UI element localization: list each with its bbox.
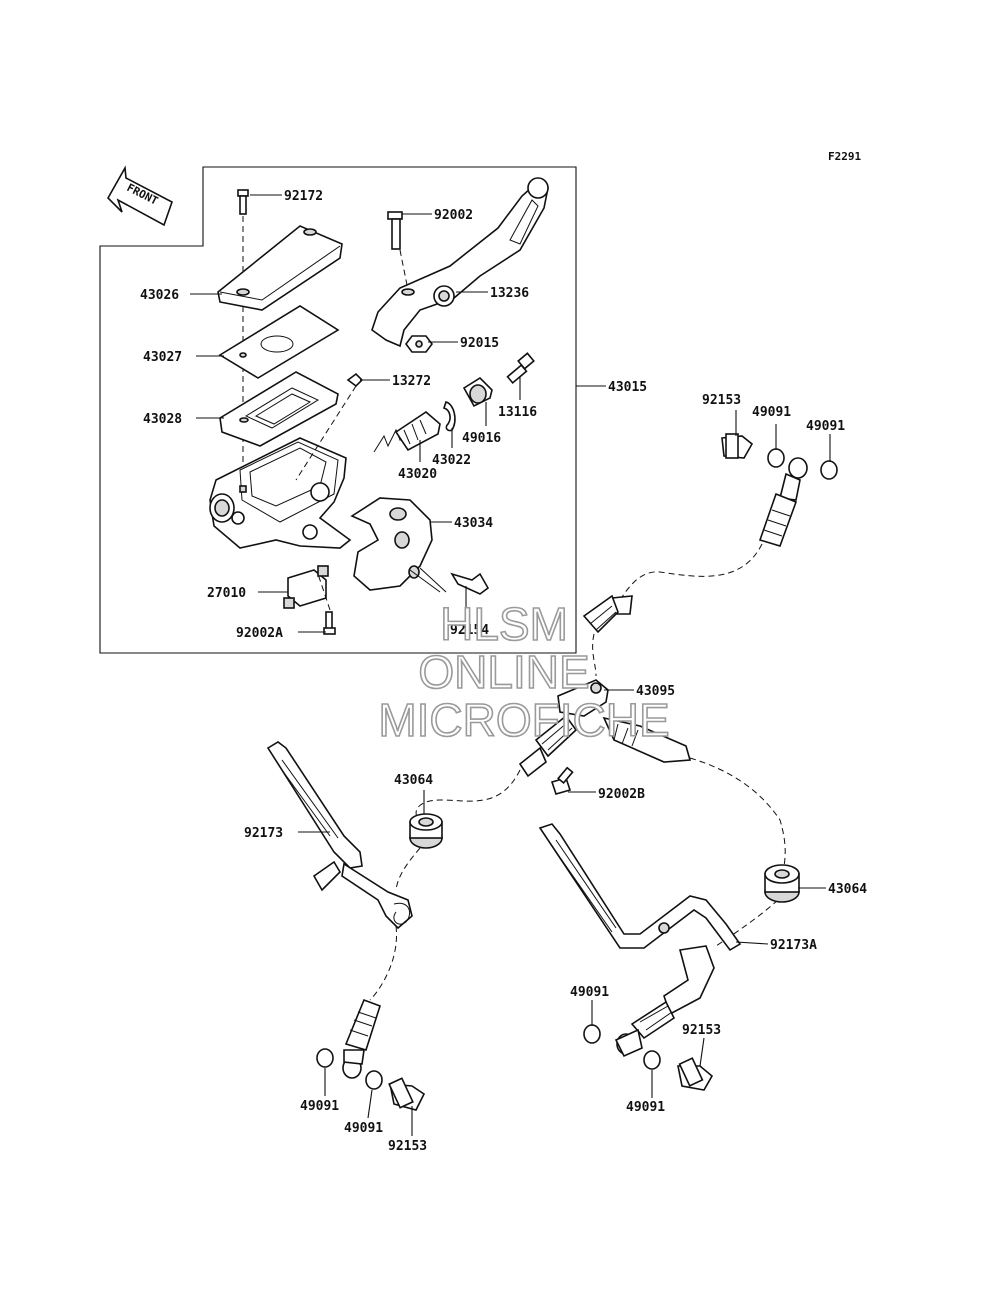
watermark-line3: MICROFICHE — [378, 694, 669, 746]
pushrod-13116 — [506, 352, 535, 384]
label-43034: 43034 — [454, 516, 493, 531]
washer-49091-top1 — [767, 448, 785, 468]
banjo-fitting-top — [758, 457, 808, 547]
clamp-bolt-92154 — [450, 572, 490, 595]
label-92002B: 92002B — [598, 787, 645, 802]
hose-fitting-lower-right — [614, 945, 715, 1058]
hose-fitting-left — [518, 714, 578, 778]
bracket-92173A — [538, 823, 742, 952]
label-92153-top: 92153 — [702, 393, 741, 408]
washer-49091-left2 — [365, 1070, 383, 1090]
label-27010: 27010 — [207, 586, 246, 601]
assembly-box-43015 — [99, 166, 577, 654]
nut-92015 — [405, 335, 433, 353]
label-92153-right: 92153 — [682, 1023, 721, 1038]
watermark-line1: HLSM — [440, 598, 568, 650]
watermark-line2: ONLINE — [418, 646, 589, 698]
watermark: HLSM ONLINE MICROFICHE — [378, 597, 671, 747]
clip-13272 — [346, 372, 364, 388]
label-49091-top2: 49091 — [806, 419, 845, 434]
bracket-92173 — [266, 741, 413, 930]
label-49091-left2: 49091 — [344, 1121, 383, 1136]
boot-49016 — [462, 376, 493, 408]
clamp-43034 — [350, 497, 433, 591]
diagram-code: F2291 — [828, 150, 861, 163]
label-92173: 92173 — [244, 826, 283, 841]
hose-fitting-upper — [582, 594, 633, 634]
label-49091-left1: 49091 — [300, 1099, 339, 1114]
label-43022: 43022 — [432, 453, 471, 468]
label-92015: 92015 — [460, 336, 499, 351]
label-92154: 92154 — [450, 623, 489, 638]
label-92173A: 92173A — [770, 938, 817, 953]
label-13236: 13236 — [490, 286, 529, 301]
label-49091-right2: 49091 — [626, 1100, 665, 1115]
hose-fitting-lower-left — [342, 998, 381, 1079]
diaphragm-43028 — [219, 371, 339, 447]
circlip-43022 — [442, 401, 456, 432]
screw-92172 — [237, 189, 249, 215]
grommet-43064-left — [409, 813, 443, 849]
brake-lever-13236 — [371, 177, 549, 348]
front-arrow-icon: FRONT — [107, 165, 173, 227]
washer-49091-top2 — [820, 460, 838, 480]
hose-fitting-right — [602, 716, 692, 763]
diaphragm-plate-43027 — [218, 305, 340, 379]
label-92153-left: 92153 — [388, 1139, 427, 1154]
washer-49091-right2 — [643, 1050, 661, 1070]
label-49016: 49016 — [462, 431, 501, 446]
label-13116: 13116 — [498, 405, 537, 420]
label-43026: 43026 — [140, 288, 179, 303]
label-43020: 43020 — [398, 467, 437, 482]
banjo-bolt-92153-top — [721, 433, 754, 459]
label-92002A: 92002A — [236, 626, 283, 641]
label-13272: 13272 — [392, 374, 431, 389]
washer-49091-right1 — [583, 1024, 601, 1044]
label-92172: 92172 — [284, 189, 323, 204]
washer-49091-left1 — [316, 1048, 334, 1068]
brake-switch-27010 — [283, 565, 329, 609]
label-49091-right1: 49091 — [570, 985, 609, 1000]
grommet-43064-right — [764, 864, 800, 903]
label-43027: 43027 — [143, 350, 182, 365]
banjo-bolt-92153-right — [677, 1057, 714, 1091]
master-cylinder-body — [209, 437, 352, 549]
label-43064-left: 43064 — [394, 773, 433, 788]
reservoir-cap-43026 — [217, 225, 343, 311]
pivot-bolt-92002 — [387, 211, 403, 250]
banjo-bolt-92153-left — [388, 1077, 426, 1111]
three-way-joint-43095 — [557, 679, 609, 717]
label-92002: 92002 — [434, 208, 473, 223]
label-43095: 43095 — [636, 684, 675, 699]
label-43064-right: 43064 — [828, 882, 867, 897]
label-49091-top1: 49091 — [752, 405, 791, 420]
label-43015: 43015 — [608, 380, 647, 395]
leader-lines — [190, 194, 831, 1136]
label-43028: 43028 — [143, 412, 182, 427]
piston-spring-43020 — [373, 410, 441, 453]
screw-92002A — [323, 611, 336, 635]
screw-92002B — [550, 766, 574, 795]
